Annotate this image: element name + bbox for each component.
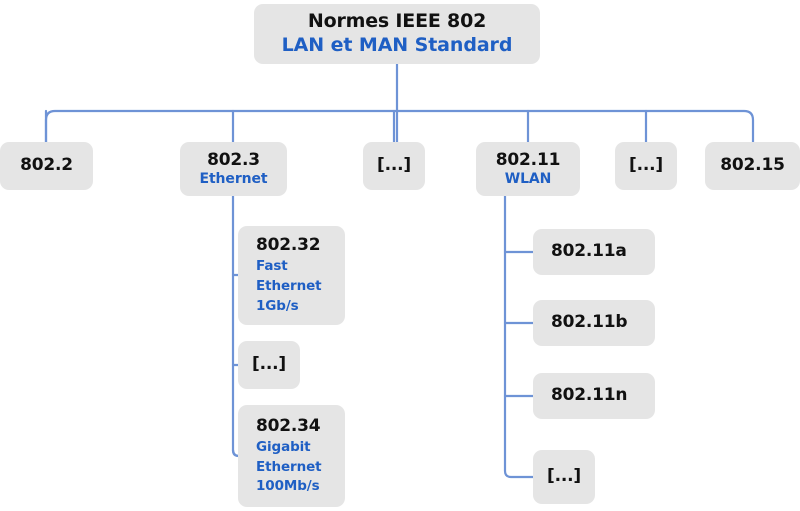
node-802-15[interactable]: 802.15 <box>705 142 800 190</box>
node-802-11n[interactable]: 802.11n <box>533 373 655 419</box>
node-ellipsis-after-802-3-title: [...] <box>377 155 411 176</box>
node-802-32[interactable]: 802.32 Fast Ethernet 1Gb/s <box>238 226 345 325</box>
node-ellipsis-after-802-11[interactable]: [...] <box>615 142 677 190</box>
node-ellipsis-under-802-3[interactable]: [...] <box>238 341 300 389</box>
node-root-subtitle: LAN et MAN Standard <box>281 34 513 57</box>
node-ellipsis-after-802-3[interactable]: [...] <box>363 142 425 190</box>
node-802-3-title: 802.3 <box>207 149 260 170</box>
node-root-title: Normes IEEE 802 <box>307 10 487 33</box>
node-802-32-subtitle-line3: 1Gb/s <box>256 297 299 314</box>
node-802-2[interactable]: 802.2 <box>0 142 93 190</box>
node-802-3[interactable]: 802.3 Ethernet <box>180 142 287 196</box>
node-802-11[interactable]: 802.11 WLAN <box>476 142 580 196</box>
node-802-34-subtitle-line2: Ethernet <box>256 458 322 475</box>
node-802-11b[interactable]: 802.11b <box>533 300 655 346</box>
node-802-2-title: 802.2 <box>20 155 73 176</box>
connector-level2-bus <box>44 109 755 144</box>
node-802-34[interactable]: 802.34 Gigabit Ethernet 100Mb/s <box>238 405 345 507</box>
node-ellipsis-under-802-3-title: [...] <box>252 354 286 375</box>
node-802-34-subtitle-line3: 100Mb/s <box>256 478 320 495</box>
node-ellipsis-under-802-11[interactable]: [...] <box>533 450 595 504</box>
node-802-32-title: 802.32 <box>256 235 321 256</box>
node-ellipsis-under-802-11-title: [...] <box>547 466 581 487</box>
node-802-11a[interactable]: 802.11a <box>533 229 655 275</box>
node-ellipsis-after-802-11-title: [...] <box>629 155 663 176</box>
node-802-32-subtitle-line1: Fast <box>256 258 288 275</box>
node-802-3-subtitle: Ethernet <box>199 170 268 187</box>
node-802-11b-title: 802.11b <box>551 312 628 333</box>
node-802-11n-title: 802.11n <box>551 385 628 406</box>
node-802-11a-title: 802.11a <box>551 241 627 262</box>
node-802-34-subtitle-line1: Gigabit <box>256 438 311 455</box>
node-802-34-title: 802.34 <box>256 415 321 436</box>
node-802-11-subtitle: WLAN <box>504 170 552 187</box>
node-root[interactable]: Normes IEEE 802 LAN et MAN Standard <box>254 4 540 64</box>
connector-802-11-spine <box>503 194 535 479</box>
node-802-15-title: 802.15 <box>720 155 785 176</box>
node-802-32-subtitle-line2: Ethernet <box>256 278 322 295</box>
node-802-11-title: 802.11 <box>495 149 561 170</box>
